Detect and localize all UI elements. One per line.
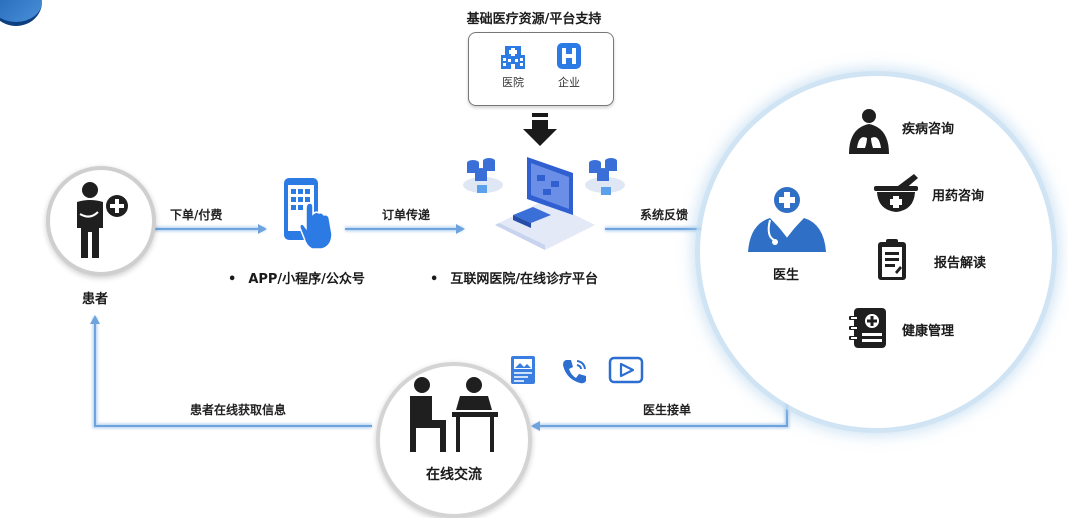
service-label: 用药咨询 [932, 189, 985, 204]
resources-box: 医院 企业 [468, 32, 614, 106]
resource-label: 企业 [558, 76, 580, 89]
service-label: 疾病咨询 [902, 122, 955, 137]
down-arrow-icon [523, 113, 557, 146]
arrowhead [531, 421, 540, 431]
doctor-accept-label: 医生接单 [643, 403, 692, 417]
video-play-icon [608, 356, 644, 384]
platform-label: 互联网医院/在线诊疗平台 [430, 268, 598, 287]
mortar-pestle-icon [874, 174, 918, 212]
database-cluster-left-icon [463, 158, 503, 193]
resource-enterprise: 企业 [549, 41, 589, 90]
system-feedback-label: 系统反馈 [640, 208, 689, 222]
image-card-icon [511, 356, 535, 384]
service-label: 健康管理 [902, 324, 955, 339]
platform-server-icon [463, 157, 625, 250]
service-label: 报告解读 [934, 256, 987, 271]
database-cluster-right-icon [585, 158, 625, 195]
phone-call-icon [563, 360, 586, 384]
health-record-icon [849, 308, 886, 348]
online-comm-label: 在线交流 [426, 467, 482, 483]
app-channels-label: APP/小程序/公众号 [228, 268, 365, 287]
arrowhead [456, 224, 465, 234]
consultation-people-icon [410, 377, 498, 452]
order-transfer-label: 订单传递 [382, 208, 431, 222]
arrowhead [90, 315, 100, 324]
resource-label: 医院 [502, 76, 524, 89]
resource-hospital: 医院 [493, 41, 533, 90]
order-pay-label: 下单/付费 [170, 208, 223, 222]
enterprise-h-icon [557, 43, 581, 69]
arrowhead [258, 224, 267, 234]
doctor-icon [748, 187, 826, 252]
online-comm-circle: 在线交流 [376, 362, 532, 518]
doctor-label: 医生 [773, 268, 800, 283]
patient-get-info-label: 患者在线获取信息 [190, 403, 287, 417]
patient-label: 患者 [82, 292, 109, 307]
smartphone-touch-icon [284, 178, 333, 250]
resources-title: 基础医疗资源/平台支持 [466, 12, 602, 27]
arrow-comm-to-patient [94, 317, 372, 427]
patient-figure-icon [77, 182, 128, 258]
clipboard-report-icon [878, 239, 906, 280]
patient-circle [46, 166, 156, 276]
lungs-doctor-icon [849, 109, 889, 154]
hospital-building-icon [501, 46, 525, 69]
